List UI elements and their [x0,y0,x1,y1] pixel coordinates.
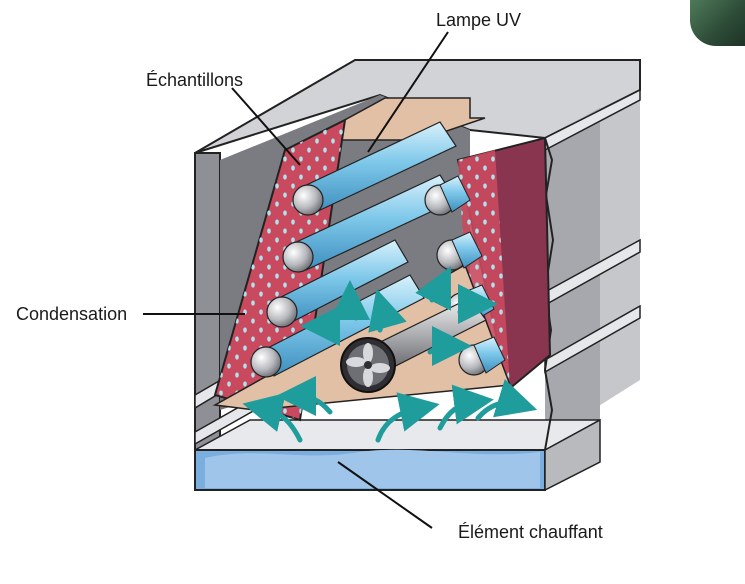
lamp-housing [329,97,486,141]
label-samples: Échantillons [146,70,243,90]
label-lamp-uv: Lampe UV [436,10,521,30]
steam-arrow-icon [276,376,333,417]
label-heater: Élément chauffant [458,522,603,542]
uv-lamp [292,121,457,216]
steam-arrow-icon [427,326,472,367]
steam-arrow-icon [437,384,494,431]
steam-arrow-icon [475,379,538,421]
steam-arrow-icon [300,306,341,347]
corner-photo-thumbnail [690,0,745,46]
steam-arrows [242,266,538,443]
fan-assembly [340,297,487,393]
steam-arrow-icon [368,288,407,333]
steam-arrow-icon [242,392,303,443]
label-condensation: Condensation [16,304,127,324]
steam-arrow-icon [330,280,371,321]
steam-arrow-icon [375,392,440,443]
leader-lines [143,31,449,529]
steam-arrow-icon [415,266,451,311]
fan-icon [340,337,396,393]
steam-arrow-icon [457,284,498,325]
